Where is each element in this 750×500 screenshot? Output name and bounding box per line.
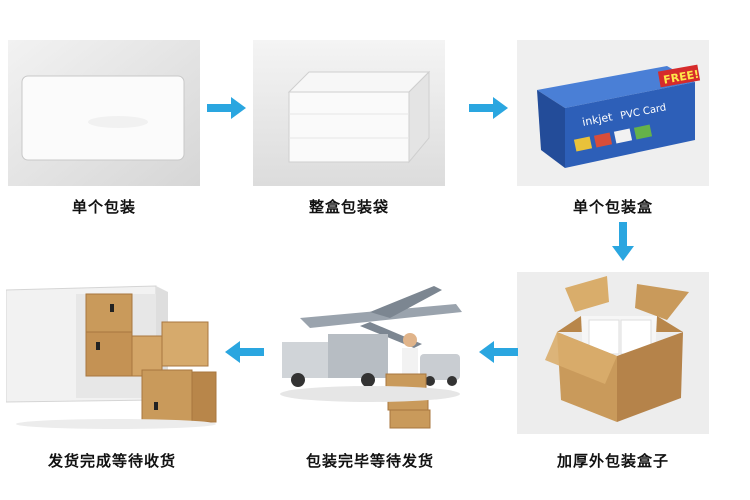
step-4-image xyxy=(517,272,709,434)
step-6-label: 发货完成等待收货 xyxy=(47,452,176,470)
step-5-image xyxy=(270,282,466,432)
arrow-down-icon xyxy=(611,222,635,262)
blue-box xyxy=(537,66,695,168)
step-4-label: 加厚外包装盒子 xyxy=(556,452,669,470)
van xyxy=(420,354,460,386)
arrow-right-icon xyxy=(469,96,509,120)
free-badge: FREE! xyxy=(657,64,700,88)
arrow-left-icon xyxy=(224,340,264,364)
cardboard-box xyxy=(545,276,689,422)
step-2-image xyxy=(253,40,445,186)
step-6-image xyxy=(6,282,220,432)
svg-text:FREE!: FREE! xyxy=(662,68,700,87)
step-2-label: 整盒包装袋 xyxy=(308,198,389,216)
step-5-label: 包装完毕等待发货 xyxy=(305,452,434,470)
step-1-label: 单个包装 xyxy=(71,198,136,216)
box-brand-text: inkjet xyxy=(581,110,614,129)
arrow-left-icon xyxy=(478,340,518,364)
card-stack xyxy=(287,70,431,164)
step-3-image: inkjet PVC Card FREE! xyxy=(517,40,709,186)
step-3-label: 单个包装盒 xyxy=(572,198,653,216)
arrow-right-icon xyxy=(207,96,247,120)
cardboard-boxes xyxy=(85,293,217,423)
step-1-image xyxy=(8,40,200,186)
truck xyxy=(282,334,388,387)
